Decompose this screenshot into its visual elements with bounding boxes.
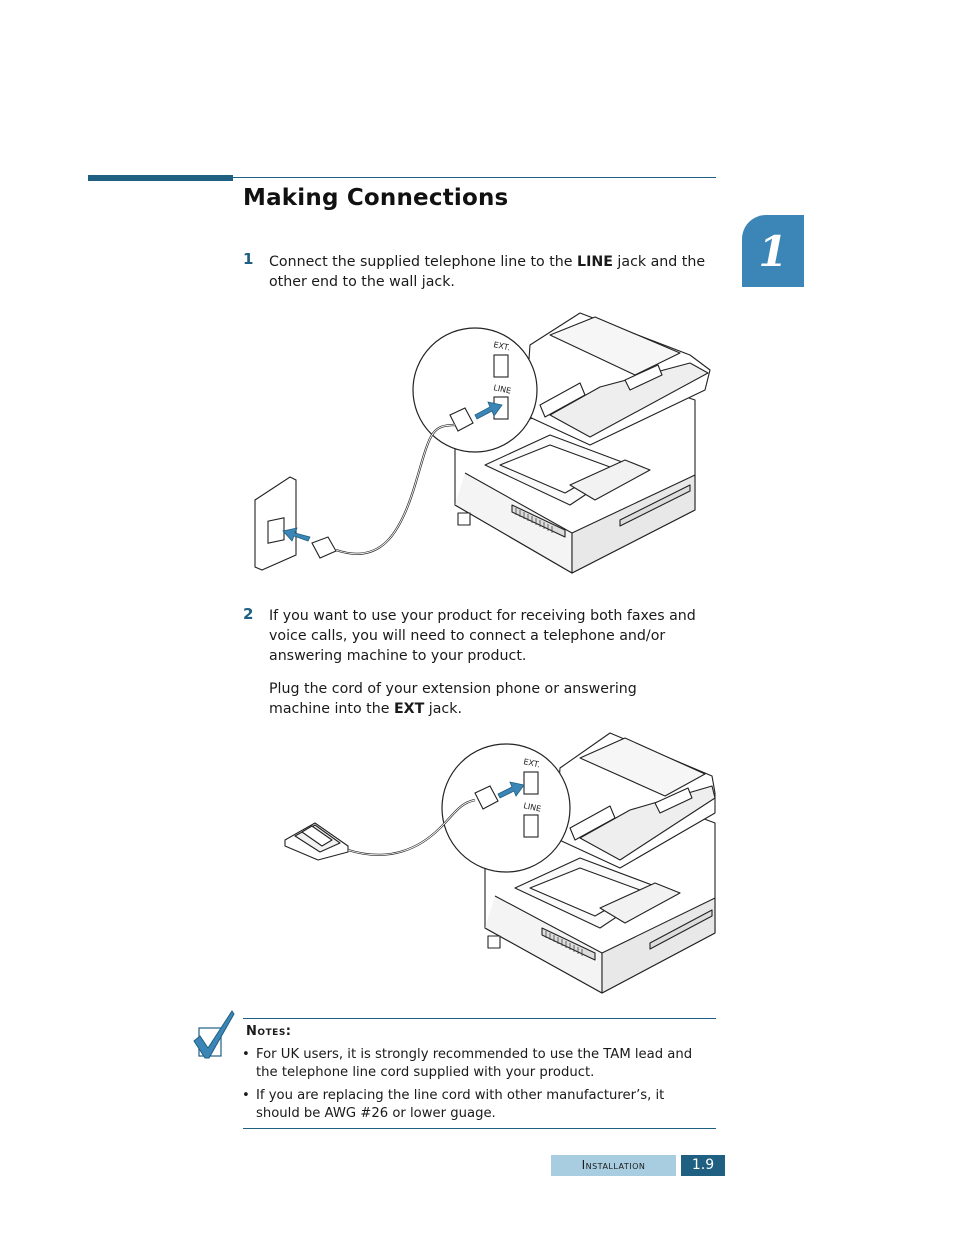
note-item: • If you are replacing the line cord wit… xyxy=(242,1087,712,1122)
note-bullet: • xyxy=(242,1047,250,1062)
chapter-tab: 1 xyxy=(742,215,804,287)
notes-title: Notes: xyxy=(246,1024,292,1039)
line-connection-illustration: EXT. LINE xyxy=(254,312,711,574)
checkmark-note-icon xyxy=(193,1010,235,1059)
note-item: • For UK users, it is strongly recommend… xyxy=(242,1046,712,1081)
step-1-text: Connect the supplied telephone line to t… xyxy=(269,254,706,290)
chapter-number: 1 xyxy=(758,227,788,276)
line-jack xyxy=(523,814,539,838)
line-port-label: LINE xyxy=(523,801,542,814)
magnifier-circle xyxy=(441,743,571,873)
arrow-into-wall xyxy=(282,527,311,542)
telephone-cord xyxy=(335,423,456,555)
step-1-number: 1 xyxy=(243,250,254,268)
header-rule-thin xyxy=(233,177,716,178)
telephone-handset-illustration xyxy=(284,822,349,861)
note-bullet: • xyxy=(242,1088,250,1103)
note-text: If you are replacing the line cord with … xyxy=(256,1088,665,1121)
plug-printer-end xyxy=(449,407,474,432)
notes-rule-bottom xyxy=(243,1128,716,1129)
ext-jack xyxy=(493,354,509,378)
notes-rule-top xyxy=(243,1018,716,1019)
step-2-paragraph-2: Plug the cord of your extension phone or… xyxy=(269,681,637,717)
note-text: For UK users, it is strongly recommended… xyxy=(256,1047,693,1080)
ext-port-label: EXT. xyxy=(493,340,511,352)
step-2-number: 2 xyxy=(243,605,254,623)
plug-printer-end xyxy=(474,785,499,810)
ext-jack xyxy=(523,771,539,795)
step-2-paragraph-1: If you want to use your product for rece… xyxy=(269,608,696,664)
plug-wall-end xyxy=(311,536,337,559)
ext-port-label: EXT. xyxy=(523,757,541,769)
line-port-label: LINE xyxy=(493,383,512,396)
arrow-into-ext xyxy=(497,781,525,799)
footer-page-number: 1.9 xyxy=(681,1155,725,1176)
page-title: Making Connections xyxy=(243,185,509,211)
footer-section-label: Installation xyxy=(551,1155,676,1176)
ext-connection-illustration: EXT. LINE xyxy=(284,732,716,994)
arrow-into-line xyxy=(474,401,503,420)
header-rule-thick xyxy=(88,175,233,181)
magnifier-circle xyxy=(412,327,538,453)
